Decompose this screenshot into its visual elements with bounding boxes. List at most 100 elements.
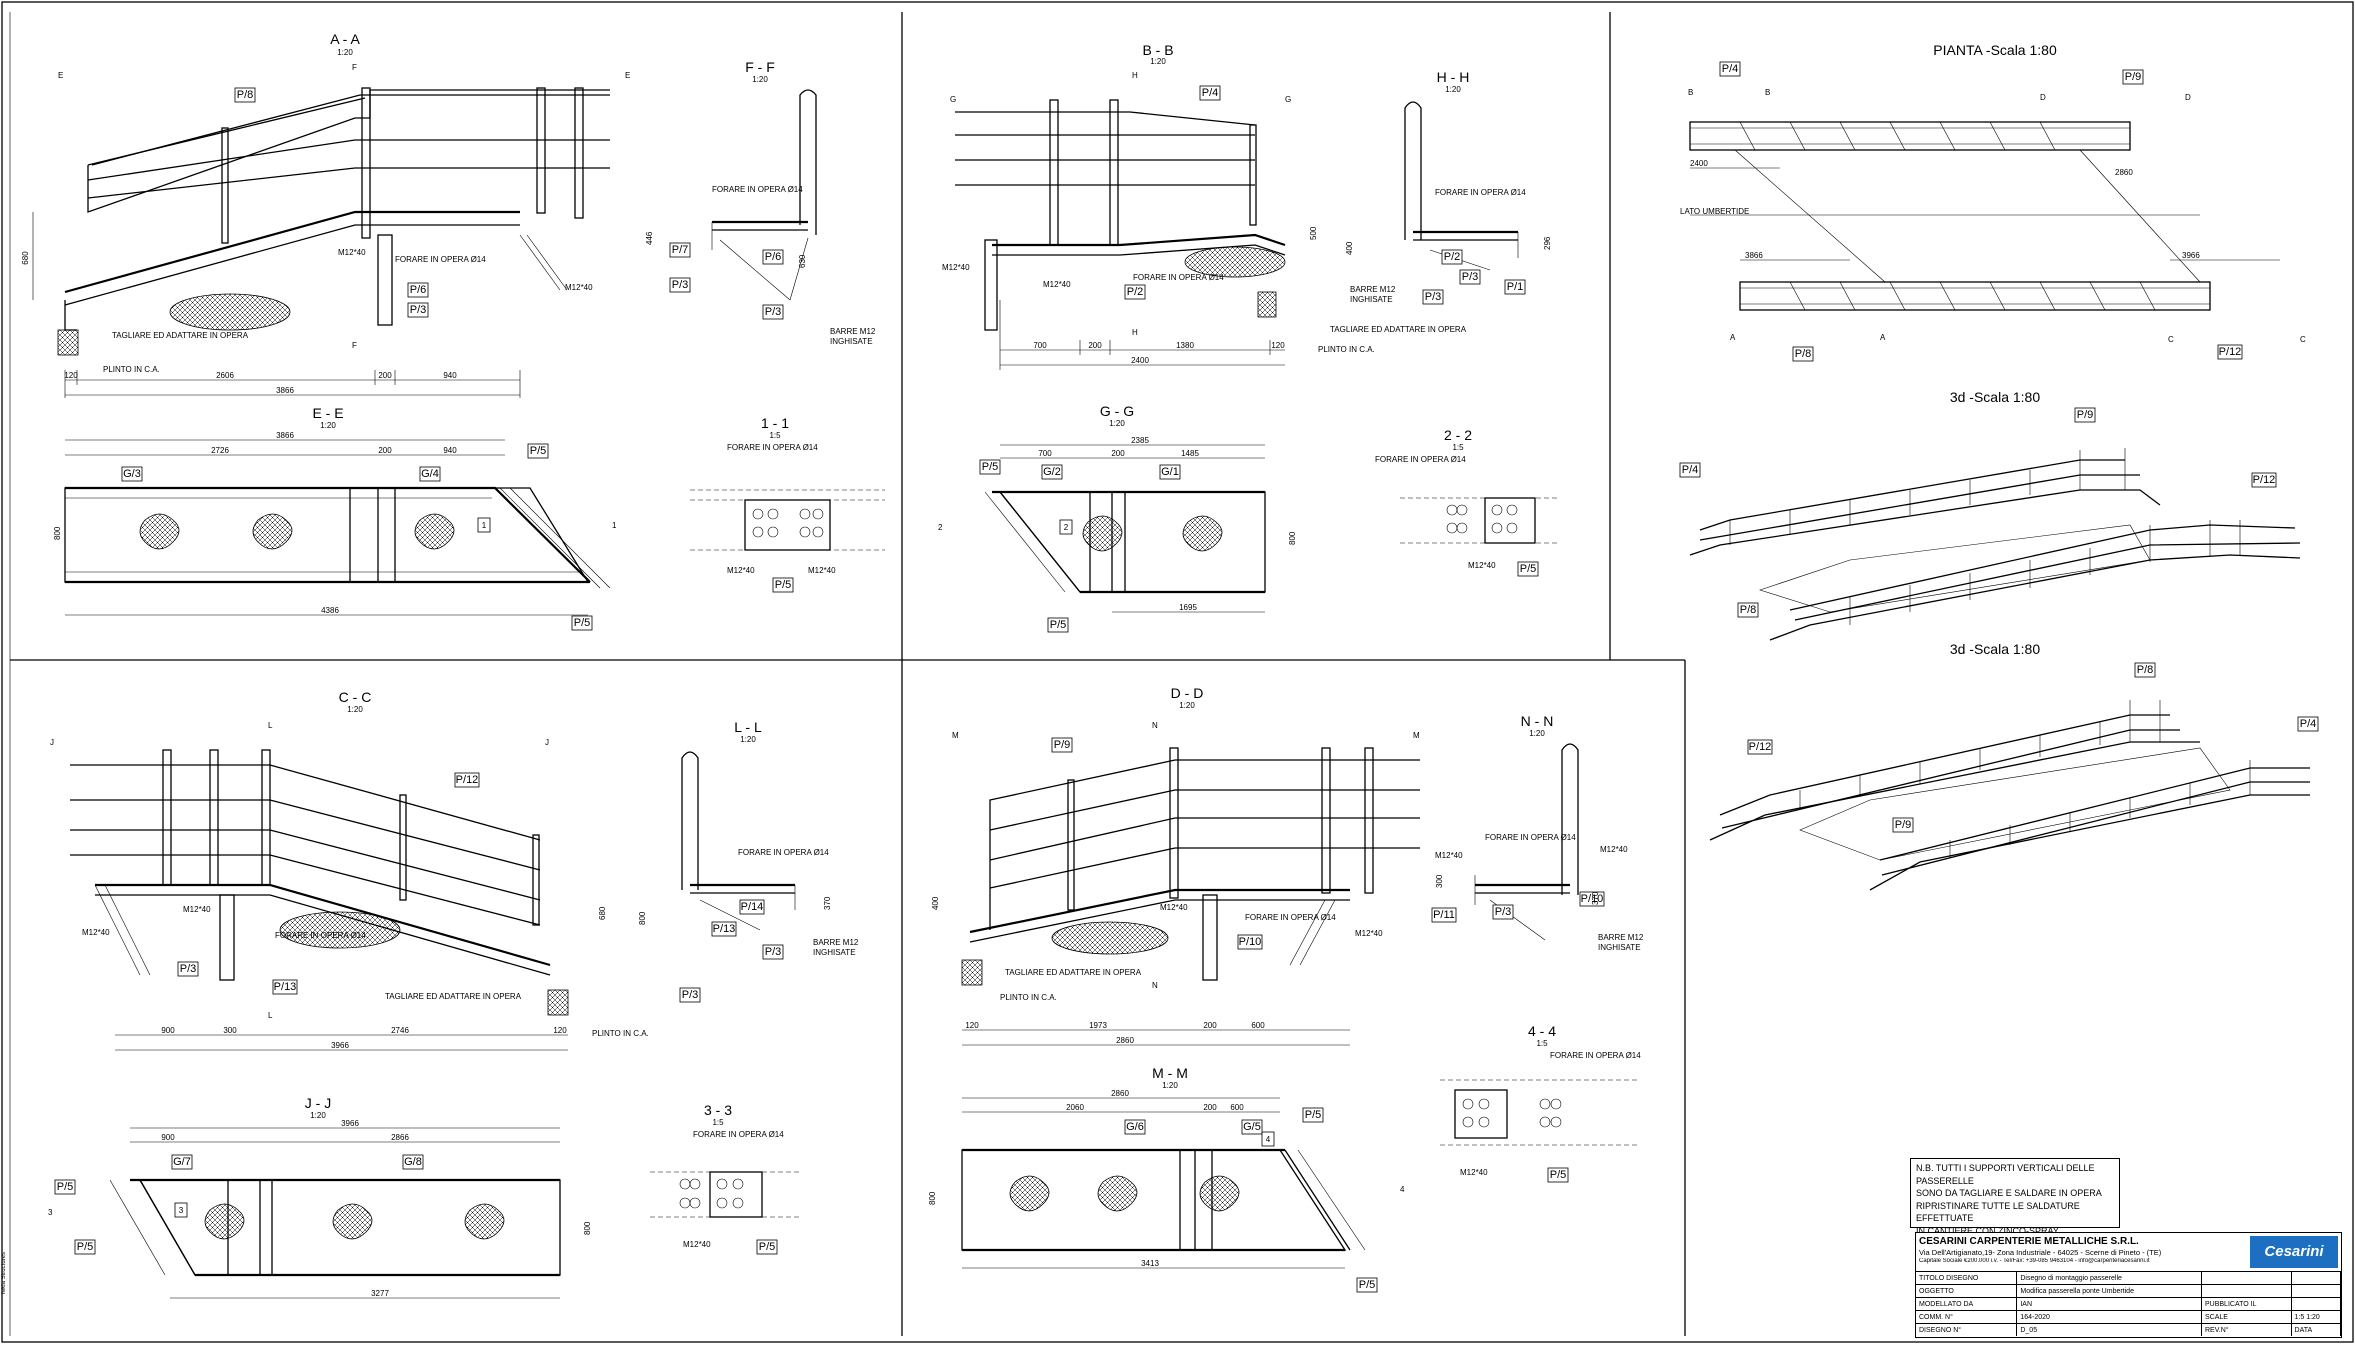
section-gg: G - G 1:20 2385 700 200 1485 1695 800 P/…	[938, 403, 1297, 633]
drawing-label: M12*40	[727, 566, 755, 575]
drawing-label: PLINTO IN C.A.	[592, 1029, 649, 1038]
drawing-label: 500	[1309, 226, 1318, 240]
drawing-label: B - B	[1142, 42, 1173, 58]
drawing-label: 1:20	[1529, 729, 1545, 738]
drawing-label: 630	[798, 254, 807, 268]
drawing-label: 4	[1400, 1185, 1405, 1194]
drawing-label: 680	[21, 251, 30, 265]
drawing-label: P/6	[765, 251, 782, 263]
drawing-label: PLINTO IN C.A.	[1000, 993, 1057, 1002]
drawing-label: 1:20	[740, 735, 756, 744]
drawing-label: G/1	[1161, 466, 1179, 478]
company-address: Via Dell'Artigianato,19- Zona Industrial…	[1919, 1248, 2162, 1257]
tb-cell: 164-2020	[2016, 1310, 2202, 1324]
drawing-label: 2060	[1066, 1103, 1084, 1112]
drawing-label: 1:20	[1445, 85, 1461, 94]
drawing-label: D	[2185, 93, 2191, 102]
drawing-label: 2 - 2	[1444, 427, 1472, 443]
drawing-label: 120	[1271, 341, 1285, 350]
drawing-label: M12*40	[338, 248, 366, 257]
drawing-label: M12*40	[1160, 903, 1188, 912]
drawing-label: INGHISATE	[1350, 295, 1393, 304]
drawing-label: 600	[1230, 1103, 1244, 1112]
drawing-label: BARRE M12	[830, 327, 876, 336]
drawing-label: J	[50, 738, 54, 747]
general-notes: N.B. TUTTI I SUPPORTI VERTICALI DELLE PA…	[1910, 1158, 2120, 1236]
drawing-label: P/3	[765, 946, 782, 958]
drawing-label: 2606	[216, 371, 234, 380]
drawing-label: 2860	[2115, 168, 2133, 177]
drawing-label: 400	[1345, 241, 1354, 255]
section-jj: J - J 1:20 3966 900 2866 3277 800 G/7 G/…	[48, 1095, 592, 1299]
drawing-label: 1:5	[712, 1118, 724, 1127]
company-name: CESARINI CARPENTERIE METALLICHE S.R.L.	[1919, 1236, 2139, 1247]
drawing-label: P/7	[672, 244, 689, 256]
drawing-label: 1:20	[1162, 1081, 1178, 1090]
drawing-label: FORARE IN OPERA Ø14	[693, 1130, 784, 1139]
drawing-label: 1:20	[1179, 701, 1195, 710]
drawing-label: G/3	[123, 468, 141, 480]
drawing-label: G/6	[1126, 1121, 1144, 1133]
tb-cell: OGGETTO	[1916, 1284, 2018, 1298]
drawing-label: 3866	[276, 431, 294, 440]
drawing-label: 800	[53, 526, 62, 540]
drawing-label: 3	[48, 1208, 53, 1217]
drawing-label: TAGLIARE ED ADATTARE IN OPERA	[385, 992, 522, 1001]
drawing-label: 370	[1591, 891, 1600, 905]
drawing-label: L	[268, 721, 273, 730]
title-block: CESARINI CARPENTERIE METALLICHE S.R.L. V…	[1915, 1232, 2342, 1338]
drawing-label: 940	[443, 371, 457, 380]
drawing-label: 800	[638, 911, 647, 925]
tb-cell: TITOLO DISEGNO	[1916, 1271, 2018, 1285]
view-3d-a: 3d -Scala 1:80 P/9 P/4 P/12 P/8	[1679, 389, 2301, 641]
drawing-label: 120	[64, 371, 78, 380]
drawing-label: 370	[823, 896, 832, 910]
drawing-label: F	[352, 63, 357, 72]
section-dd: D - D 1:20 120 1973 200 600 2860 400 P/9…	[931, 685, 1420, 1046]
tb-cell: 1:5 1:20	[2291, 1310, 2342, 1324]
drawing-label: H	[1132, 71, 1138, 80]
drawing-label: 1:20	[337, 48, 353, 57]
section-33: 3 - 3 1:5 FORARE IN OPERA Ø14 M12*40 P/5	[650, 1102, 800, 1255]
tb-cell: MODELLATO DA	[1916, 1297, 2018, 1311]
drawing-label: 400	[931, 896, 940, 910]
drawing-label: FORARE IN OPERA Ø14	[1375, 455, 1466, 464]
drawing-label: P/3	[682, 989, 699, 1001]
section-ee: E - E 1:20 3866 2726 200 940 4386 800 G/…	[53, 405, 617, 631]
drawing-label: FORARE IN OPERA Ø14	[1435, 188, 1526, 197]
side-text: Tekla Structures	[1, 1252, 7, 1296]
drawing-label: FORARE IN OPERA Ø14	[275, 931, 366, 940]
drawing-label: 3413	[1141, 1259, 1159, 1268]
drawing-label: C - C	[339, 689, 372, 705]
drawing-label: J - J	[305, 1095, 331, 1111]
tb-cell: Disegno di montaggio passerelle	[2016, 1271, 2202, 1285]
drawing-label: 2726	[211, 446, 229, 455]
drawing-label: H	[1132, 328, 1138, 337]
drawing-label: 1695	[1179, 603, 1197, 612]
tb-cell: IAN	[2016, 1297, 2202, 1311]
drawing-label: P/5	[1550, 1169, 1567, 1181]
drawing-label: M12*40	[1460, 1168, 1488, 1177]
drawing-label: M12*40	[1600, 845, 1628, 854]
drawing-label: P/12	[1749, 741, 1772, 753]
drawing-label: P/4	[2300, 718, 2317, 730]
drawing-label: PLINTO IN C.A.	[1318, 345, 1375, 354]
drawing-label: M	[952, 731, 959, 740]
drawing-label: LATO UMBERTIDE	[1680, 207, 1749, 216]
drawing-label: 1:20	[347, 705, 363, 714]
drawing-label: P/6	[410, 284, 427, 296]
drawing-label: C	[2168, 335, 2174, 344]
drawing-label: P/3	[672, 279, 689, 291]
drawing-label: 4	[1266, 1135, 1271, 1144]
drawing-label: 120	[553, 1026, 567, 1035]
drawing-label: INGHISATE	[813, 948, 856, 957]
drawing-label: P/10	[1581, 893, 1604, 905]
drawing-label: M12*40	[683, 1240, 711, 1249]
drawing-label: F	[352, 341, 357, 350]
drawing-label: P/13	[713, 923, 736, 935]
tb-cell	[2201, 1271, 2292, 1285]
tb-cell	[2291, 1284, 2342, 1298]
